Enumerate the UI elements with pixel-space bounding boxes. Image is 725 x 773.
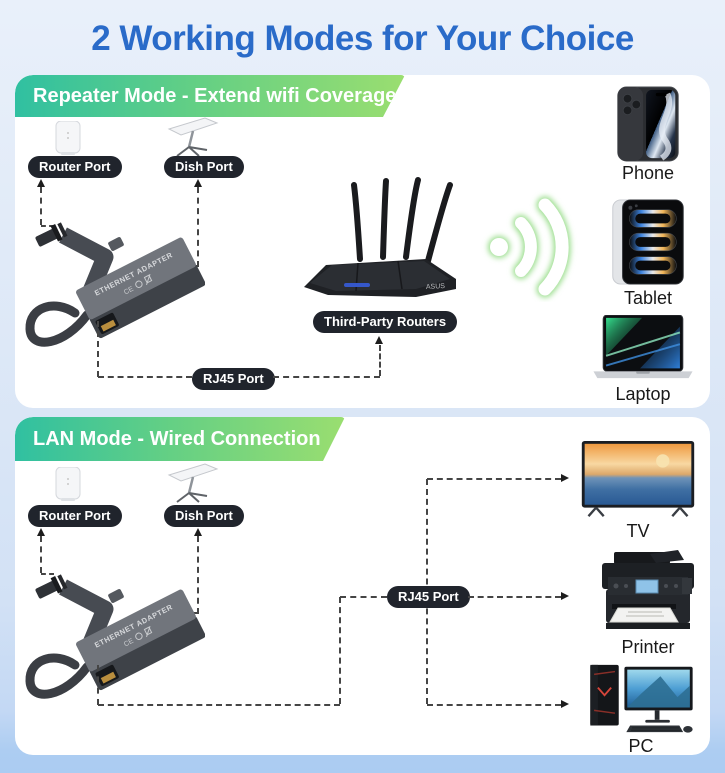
dashed-connector: [40, 187, 42, 225]
starlink-dish-icon: [167, 117, 219, 157]
arrow-right-icon: [561, 474, 569, 482]
laptop-image: [593, 315, 693, 379]
dashed-connector: [197, 536, 199, 614]
wifi-signal-icon: [488, 196, 571, 298]
dashed-connector: [273, 376, 380, 378]
router-brand-text: ASUS: [426, 283, 446, 291]
dashed-connector: [40, 536, 42, 573]
arrow-up-icon: [194, 528, 202, 536]
starlink-router-icon: [55, 467, 81, 501]
dashed-connector: [379, 345, 381, 376]
pc-image: [590, 664, 693, 733]
adapter-ce-mark: CE: [123, 286, 135, 297]
third-party-router-image: ASUS: [304, 177, 456, 297]
arrow-right-icon: [561, 592, 569, 600]
dashed-connector: [197, 187, 199, 267]
repeater-mode-panel: Repeater Mode - Extend wifi Coverage Rou…: [15, 75, 710, 408]
dashed-connector: [97, 665, 99, 705]
dashed-connector: [98, 376, 192, 378]
printer-image: [602, 550, 694, 629]
router-port-label: Router Port: [28, 156, 122, 178]
dashed-connector: [468, 596, 561, 598]
arrow-right-icon: [561, 700, 569, 708]
device-tv: TV: [578, 440, 698, 541]
arrow-up-icon: [375, 336, 383, 344]
arrow-up-icon: [194, 179, 202, 187]
dashed-connector: [97, 321, 99, 377]
device-laptop: Laptop: [583, 315, 703, 404]
device-label: TV: [626, 521, 650, 541]
router-port-label: Router Port: [28, 505, 122, 527]
tablet-image: [612, 199, 684, 285]
third-party-routers-label: Third-Party Routers: [313, 311, 458, 333]
dashed-connector: [427, 478, 561, 480]
rj45-port-label: RJ45 Port: [192, 368, 275, 390]
ethernet-adapter-image: ETHERNET ADAPTER CE: [25, 574, 205, 699]
dashed-connector: [339, 597, 341, 704]
lan-mode-panel: LAN Mode - Wired Connection Router Port …: [15, 417, 710, 755]
starlink-router-icon: [55, 121, 81, 155]
device-pc: PC: [581, 663, 701, 755]
rj45-port-label: RJ45 Port: [387, 586, 470, 608]
device-printer: Printer: [588, 550, 708, 657]
starlink-dish-icon: [167, 463, 219, 503]
ethernet-adapter-image: ETHERNET ADAPTER CE: [25, 222, 205, 347]
lan-mode-banner: LAN Mode - Wired Connection: [15, 417, 345, 461]
dashed-connector: [427, 704, 561, 706]
device-tablet: Tablet: [588, 197, 708, 308]
arrow-up-icon: [37, 528, 45, 536]
device-label: Laptop: [615, 384, 671, 404]
dashed-connector: [41, 573, 54, 575]
dish-port-label: Dish Port: [164, 505, 244, 527]
repeater-mode-banner: Repeater Mode - Extend wifi Coverage: [15, 75, 405, 117]
device-label: Printer: [621, 637, 675, 657]
phone-image: [617, 86, 679, 162]
adapter-ce-mark: CE: [123, 638, 135, 649]
arrow-up-icon: [37, 179, 45, 187]
device-label: Tablet: [623, 288, 673, 308]
dish-port-label: Dish Port: [164, 156, 244, 178]
tv-image: [581, 440, 695, 517]
dashed-connector: [98, 704, 340, 706]
dashed-connector: [340, 596, 387, 598]
device-phone: Phone: [588, 86, 708, 183]
device-label: Phone: [621, 163, 675, 183]
device-label: PC: [628, 736, 654, 756]
dashed-connector: [41, 225, 54, 227]
page-title: 2 Working Modes for Your Choice: [91, 19, 634, 58]
